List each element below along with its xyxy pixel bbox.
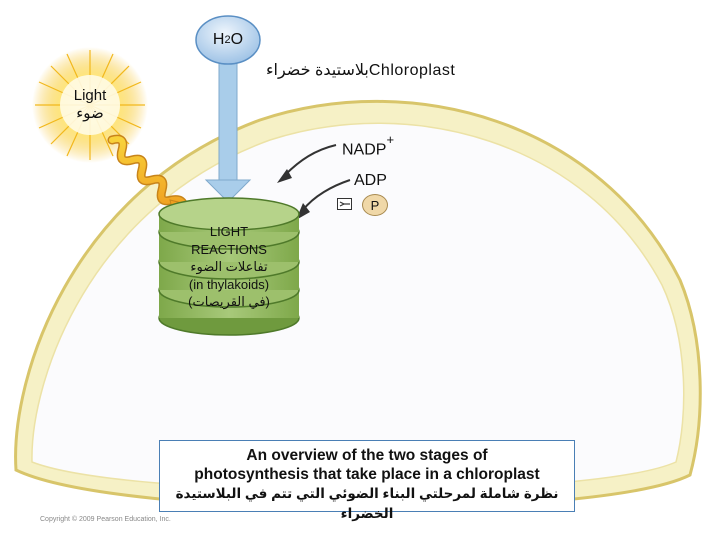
water-arrow bbox=[204, 61, 252, 203]
light-reactions-line2: REACTIONS bbox=[191, 241, 267, 257]
nadp-text: NADP bbox=[342, 141, 387, 159]
water-molecule-circle bbox=[195, 15, 261, 65]
water-formula-subscript: 2 bbox=[224, 34, 231, 46]
light-label: Light ضوء bbox=[58, 87, 122, 123]
light-reactions-line1: LIGHT bbox=[209, 224, 249, 239]
sun-icon bbox=[32, 47, 148, 163]
nadp-charge: + bbox=[386, 132, 395, 147]
caption-ar-line: نظرة شاملة لمرحلتي البناء الضوئي التي تت… bbox=[175, 486, 559, 521]
light-reactions-label: LIGHT REACTIONS تفاعلات الضوء (in thylak… bbox=[158, 223, 300, 311]
caption-en-line1: An overview of the two stages of bbox=[246, 447, 488, 464]
copyright-text: Copyright © 2009 Pearson Education, Inc. bbox=[40, 516, 171, 523]
adp-label: ADP bbox=[354, 172, 387, 189]
light-label-ar: ضوء bbox=[76, 105, 104, 122]
light-reactions-line3: تفاعلات الضوء bbox=[190, 259, 268, 274]
light-reactions-line4: (in thylakoids) bbox=[188, 276, 270, 292]
nadp-label: NADP+ bbox=[342, 132, 394, 159]
water-formula-h: H bbox=[212, 31, 225, 48]
phosphate-circle: P bbox=[362, 194, 388, 216]
adp-arrow bbox=[296, 179, 351, 220]
thylakoid-stack bbox=[158, 197, 300, 336]
light-label-en: Light bbox=[73, 87, 107, 104]
phosphate-bond-icon bbox=[337, 198, 352, 210]
water-formula-o: O bbox=[230, 31, 244, 48]
nadp-arrow bbox=[277, 144, 337, 183]
chloroplast-label: بلاستيدة خضراءChloroplast bbox=[266, 62, 456, 79]
caption-en-line2: photosynthesis that take place in a chlo… bbox=[194, 466, 540, 483]
caption-box: An overview of the two stages of photosy… bbox=[159, 440, 575, 521]
light-reactions-line5: (في القريصات) bbox=[188, 294, 270, 309]
